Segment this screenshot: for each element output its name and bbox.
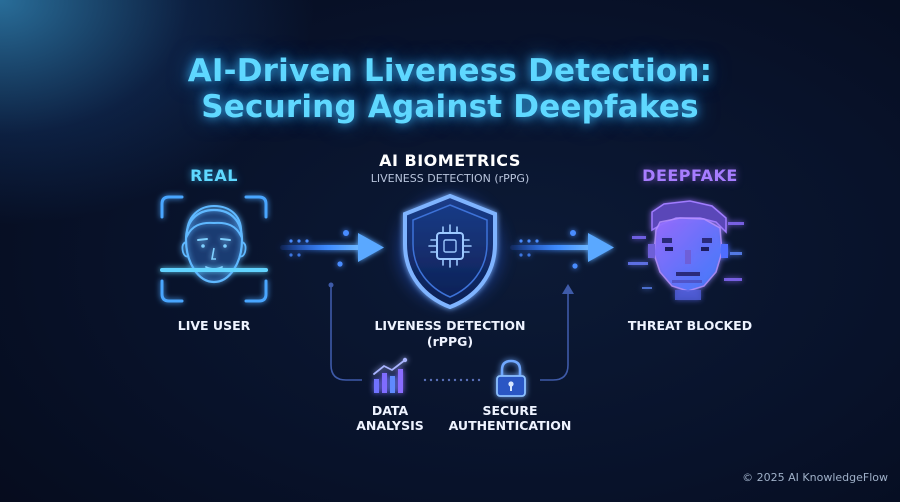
title-line-1: AI-Driven Liveness Detection: (187, 53, 713, 89)
title-line-2: Securing Against Deepfakes (201, 89, 699, 125)
data-analysis-line-2: ANALYSIS (356, 418, 424, 433)
dotted-link (423, 378, 481, 382)
secure-auth-line-2: AUTHENTICATION (448, 418, 572, 433)
real-header: REAL (190, 166, 238, 185)
flow-arrow-right (510, 230, 614, 269)
ai-biometrics-header: AI BIOMETRICS (379, 151, 521, 170)
glitch-face-icon (628, 200, 744, 300)
center-caption-line-1: LIVENESS DETECTION (374, 318, 526, 333)
deepfake-caption: THREAT BLOCKED (627, 318, 753, 333)
connector-lines (330, 287, 569, 381)
deepfake-header: DEEPFAKE (642, 166, 738, 185)
secure-auth-line-1: SECURE (482, 403, 538, 418)
data-analysis-line-1: DATA (371, 403, 409, 418)
footer-copyright: © 2025 AI KnowledgeFlow (742, 471, 888, 484)
lock-icon (496, 359, 526, 397)
shield-chip-icon (398, 193, 502, 310)
ai-biometrics-subheader: LIVENESS DETECTION (rPPG) (370, 172, 530, 185)
center-caption-line-2: (rPPG) (426, 334, 474, 349)
flow-arrow-left (280, 230, 384, 267)
connector-dot (328, 282, 334, 288)
connector-arrowhead (562, 284, 574, 294)
bar-chart-icon (373, 357, 408, 393)
face-scan-icon (160, 195, 268, 303)
real-caption: LIVE USER (177, 318, 251, 333)
